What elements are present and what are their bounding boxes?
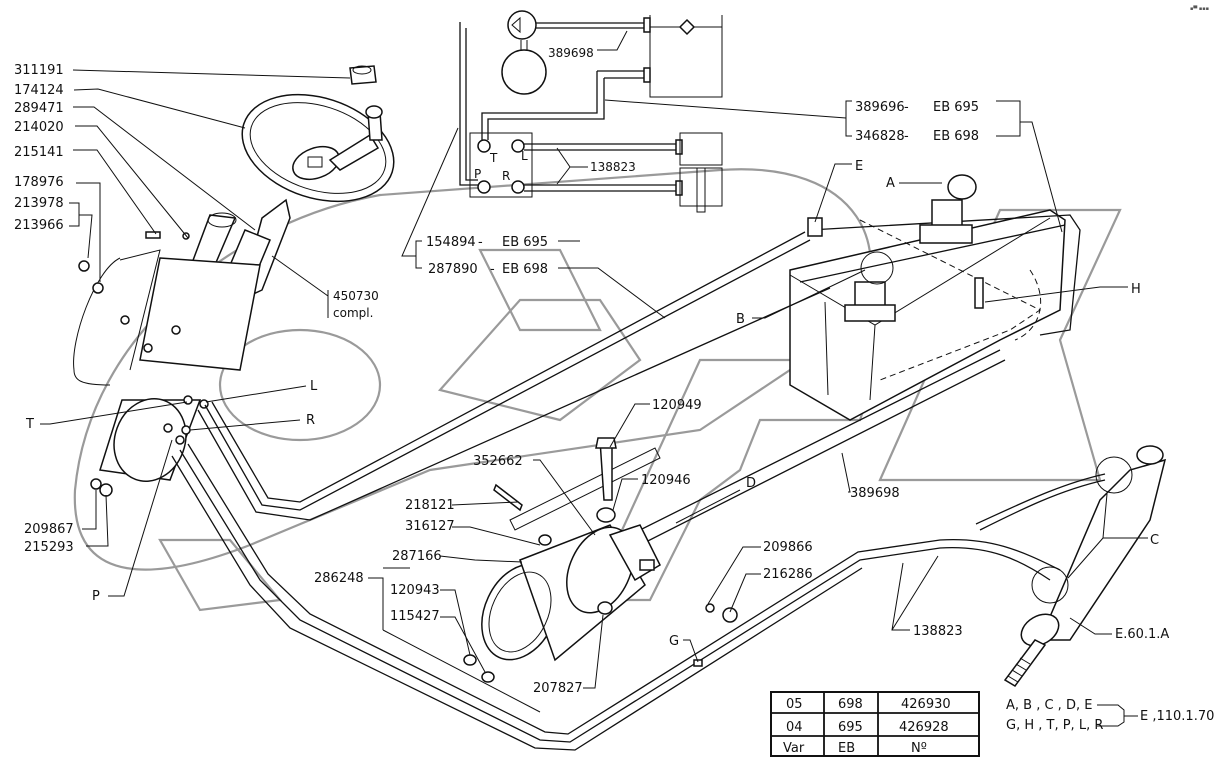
hydraulic-schematic: T L P R 389698 138823 xyxy=(459,10,723,213)
steering-column xyxy=(73,198,291,497)
label-d: D xyxy=(746,476,756,491)
label-316127: 316127 xyxy=(405,519,455,534)
label-389698-tube: 389698 xyxy=(850,486,900,501)
label-port-r: R xyxy=(306,413,315,428)
table-header-var: Var xyxy=(783,741,805,756)
label-compl: compl. xyxy=(333,306,373,320)
label-289471: 289471 xyxy=(14,101,64,116)
dash-separator: - xyxy=(478,235,483,250)
label-h: H xyxy=(1131,282,1141,297)
oil-tank xyxy=(789,174,1081,421)
label-287890: 287890 xyxy=(428,262,478,277)
label-214020: 214020 xyxy=(14,120,64,135)
label-311191: 311191 xyxy=(14,63,64,78)
label-eb698-a: EB 698 xyxy=(933,129,979,144)
label-120946: 120946 xyxy=(641,473,691,488)
label-c: C xyxy=(1150,533,1159,548)
label-port-l: L xyxy=(310,379,318,394)
label-346828: 346828 xyxy=(855,129,905,144)
line-labels: 389696 EB 695 346828 EB 698 - - 154894 E… xyxy=(401,99,1063,319)
valve-block-symbol xyxy=(469,132,533,198)
motor-symbol xyxy=(501,49,547,95)
label-178976: 178976 xyxy=(14,175,64,190)
pump-assembly xyxy=(463,437,738,683)
label-g: G xyxy=(669,634,679,649)
label-115427: 115427 xyxy=(390,609,440,624)
label-120943: 120943 xyxy=(390,583,440,598)
label-port-t: T xyxy=(25,417,34,432)
label-schematic-389698: 389698 xyxy=(548,46,594,60)
left-labels: 311191 174124 289471 214020 215141 17897… xyxy=(14,63,379,604)
table-cell-var: 04 xyxy=(786,720,803,735)
schematic-port-r: R xyxy=(502,169,510,183)
label-213966: 213966 xyxy=(14,218,64,233)
schematic-port-p: P xyxy=(474,167,481,181)
label-eb695-a: EB 695 xyxy=(933,100,979,115)
label-389696: 389696 xyxy=(855,100,905,115)
label-213978: 213978 xyxy=(14,196,64,211)
dash-separator: - xyxy=(904,100,909,115)
steering-wheel xyxy=(241,65,395,203)
label-207827: 207827 xyxy=(533,681,583,696)
label-286248: 286248 xyxy=(314,571,364,586)
schematic-port-t: T xyxy=(489,151,498,165)
variant-table: 05 698 426930 04 695 426928 Var EB Nº xyxy=(770,691,980,757)
label-154894: 154894 xyxy=(426,235,476,250)
label-218121: 218121 xyxy=(405,498,455,513)
label-120949: 120949 xyxy=(652,398,702,413)
table-cell-no: 426930 xyxy=(901,697,951,712)
ref-drawing-number: E ,110.1.70 xyxy=(1140,709,1214,724)
cylinder-symbol xyxy=(679,132,723,166)
label-216286: 216286 xyxy=(763,567,813,582)
label-a: A xyxy=(886,176,895,191)
dash-separator: - xyxy=(904,129,909,144)
label-port-p: P xyxy=(92,589,100,604)
tank-labels: E A B H xyxy=(736,159,1141,327)
ref-letters-line1: A, B , C , D, E xyxy=(1006,698,1092,713)
table-cell-eb: 695 xyxy=(838,720,863,735)
label-e: E xyxy=(855,159,863,174)
label-e601a: E.60.1.A xyxy=(1115,627,1169,642)
ref-letters-line2: G, H , T, P, L, R xyxy=(1006,718,1103,733)
schematic-port-l: L xyxy=(521,149,528,163)
label-174124: 174124 xyxy=(14,83,64,98)
label-209867: 209867 xyxy=(24,522,74,537)
cylinder-labels: 209866 216286 138823 C E.60.1.A G xyxy=(669,493,1169,663)
label-450730: 450730 xyxy=(333,289,379,303)
table-cell-eb: 698 xyxy=(838,697,863,712)
label-138823-cyl: 138823 xyxy=(913,624,963,639)
level-indicator-symbol xyxy=(678,18,696,36)
pump-labels: 120949 352662 120946 218121 316127 28716… xyxy=(314,398,900,713)
steering-cylinder xyxy=(1003,445,1167,687)
label-schematic-138823: 138823 xyxy=(590,160,636,174)
label-215141: 215141 xyxy=(14,145,64,160)
table-header-no: Nº xyxy=(911,741,927,756)
table-header-eb: EB xyxy=(838,741,855,756)
reference-note: A, B , C , D, E G, H , T, P, L, R E ,110… xyxy=(1006,698,1214,733)
label-215293: 215293 xyxy=(24,540,74,555)
hydraulic-pipes xyxy=(171,231,1106,751)
table-cell-var: 05 xyxy=(786,697,803,712)
label-287166: 287166 xyxy=(392,549,442,564)
pump-symbol xyxy=(507,10,537,40)
label-eb698-b: EB 698 xyxy=(502,262,548,277)
table-cell-no: 426928 xyxy=(899,720,949,735)
dash-separator: - xyxy=(490,262,495,277)
label-eb695-b: EB 695 xyxy=(502,235,548,250)
corner-mark: ▪▀ ▪▪▪ xyxy=(1190,5,1209,12)
label-b: B xyxy=(736,312,745,327)
label-209866: 209866 xyxy=(763,540,813,555)
label-352662: 352662 xyxy=(473,454,523,469)
